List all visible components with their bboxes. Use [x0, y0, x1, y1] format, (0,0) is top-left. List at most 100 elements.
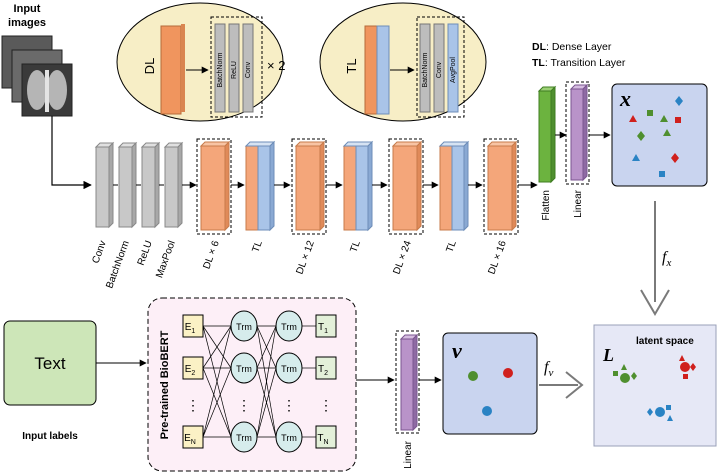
biobert-input-token-n-label: EN — [184, 433, 196, 446]
layer-maxpool — [163, 141, 184, 229]
biobert-output-ellipsis: ⋮ — [319, 397, 333, 413]
image-embedding-symbol: x — [619, 86, 631, 111]
trm-node-1-1-label: Trm — [236, 322, 252, 332]
biobert-input-token-n-base: E — [184, 433, 191, 444]
transition-inner-label-1: BatchNorm — [422, 52, 429, 87]
layer-dl-24 — [388, 138, 424, 235]
dense-layer-block: DL BatchNorm ReLU Conv × 2 — [116, 2, 285, 122]
biobert-input-ellipsis: ⋮ — [186, 397, 200, 413]
layer-tl-3 — [438, 140, 470, 232]
image-embedding-box: x — [611, 83, 708, 187]
backbone-label-relu: ReLU — [136, 239, 155, 267]
biobert-input-token-2-sub: 2 — [191, 370, 195, 377]
backbone-label-tl-3: TL — [444, 239, 458, 254]
backbone-label-tl-1: TL — [250, 239, 264, 254]
backbone-label-dl-16: DL × 16 — [487, 239, 509, 276]
legend-dl-text: : Dense Layer — [546, 41, 612, 53]
transition-layer-title: TL — [344, 58, 359, 73]
biobert-output-token-n: TN — [315, 425, 337, 449]
dense-inner-label-1: BatchNorm — [217, 52, 224, 87]
dense-layer-conv-block — [160, 24, 185, 115]
transition-layer-block: TL BatchNorm Conv AvgPool — [319, 2, 487, 122]
biobert-output-token-2-base: T — [318, 364, 324, 375]
transition-layer-dashed-frame — [416, 16, 465, 118]
biobert-output-token-n-label: TN — [317, 433, 328, 446]
biobert-input-token-2-label: E2 — [185, 364, 196, 377]
backbone-label-dl-24: DL × 24 — [392, 239, 414, 276]
biobert-output-token-1-label: T1 — [318, 322, 328, 335]
biobert-title: Pre-trained BioBERT — [159, 330, 171, 439]
backbone-label-dl-12: DL × 12 — [295, 239, 317, 276]
layer-tl-2 — [342, 140, 374, 232]
biobert-input-token-1: E1 — [182, 314, 204, 338]
fv-label: fv — [544, 359, 553, 379]
input-images-label-line2: images — [8, 17, 46, 29]
backbone-label-tl-2: TL — [348, 239, 362, 254]
legend: DL: Dense Layer TL: Transition Layer — [532, 41, 626, 69]
input-images-label-line1: Input — [14, 3, 41, 15]
text-embedding-symbol: v — [452, 338, 462, 363]
dense-inner-relu: ReLU — [228, 23, 240, 113]
layer-linear-text: Linear — [395, 330, 420, 469]
trm-node-1-1: Trm — [230, 310, 258, 342]
flatten-label: Flatten — [541, 190, 552, 221]
transition-inner-batchnorm: BatchNorm — [419, 23, 431, 113]
legend-tl: TL: Transition Layer — [532, 57, 626, 69]
text-input-label: Text — [34, 354, 65, 373]
trm-node-2-n-label: Trm — [281, 433, 297, 443]
linear-image-label: Linear — [573, 189, 584, 217]
layer-dl-16 — [483, 138, 519, 235]
backbone-label-batchnorm: BatchNorm — [104, 239, 131, 290]
layer-conv — [94, 141, 115, 229]
backbone-label-conv: Conv — [90, 239, 108, 265]
transition-inner-avgpool: AvgPool — [447, 23, 459, 113]
legend-dl-abbr: DL — [532, 41, 547, 53]
text-input-caption: Input labels — [22, 431, 78, 442]
legend-dl: DL: Dense Layer — [532, 41, 612, 53]
dense-inner-label-3: Conv — [245, 61, 252, 78]
backbone-label-dl-6: DL × 6 — [201, 239, 222, 271]
fx-arrow: fx — [640, 201, 671, 316]
fx-label-sub: x — [665, 257, 671, 269]
biobert-input-token-1-base: E — [185, 322, 192, 333]
dense-repeat-label: × 2 — [267, 58, 285, 73]
transition-inner-conv: Conv — [433, 23, 445, 113]
trm-node-1-2: Trm — [230, 352, 258, 384]
latent-space-box: L latent space — [593, 324, 717, 447]
biobert-output-token-n-sub: N — [324, 439, 329, 446]
biobert-block: Pre-trained BioBERT — [147, 297, 357, 472]
fx-label-fn: f — [662, 249, 669, 266]
dense-inner-label-2: ReLU — [231, 61, 238, 79]
dense-inner-conv: Conv — [242, 23, 254, 113]
legend-tl-text: : Transition Layer — [545, 57, 626, 69]
biobert-input-token-2-base: E — [185, 364, 192, 375]
layer-relu — [140, 141, 161, 229]
biobert-output-token-2: T2 — [315, 356, 337, 380]
trm-node-2-n: Trm — [275, 421, 303, 453]
biobert-output-token-1-base: T — [318, 322, 324, 333]
dense-inner-batchnorm: BatchNorm — [214, 23, 226, 113]
latent-green-cluster — [613, 364, 637, 383]
backbone-label-maxpool: MaxPool — [154, 239, 178, 279]
biobert-output-token-2-label: T2 — [318, 364, 328, 377]
input-images: Input images — [1, 3, 73, 117]
transition-layer-tl-block — [364, 25, 390, 115]
linear-text-label: Linear — [403, 440, 414, 468]
biobert-input-token-2: E2 — [182, 356, 204, 380]
dense-layer-dashed-frame — [210, 16, 263, 118]
xray-image-stack — [1, 35, 73, 117]
trm-node-1-2-label: Trm — [236, 364, 252, 374]
transition-inner-label-3: AvgPool — [450, 57, 457, 83]
layer-dl-12 — [291, 138, 327, 235]
fx-label: fx — [662, 249, 671, 269]
biobert-output-token-1-sub: 1 — [324, 328, 328, 335]
layer-linear-image — [565, 81, 590, 185]
text-input: Text Input labels — [3, 320, 97, 442]
latent-red-cluster — [679, 355, 696, 379]
biobert-output-token-2-sub: 2 — [324, 370, 328, 377]
fv-arrow: fv — [539, 359, 584, 399]
trm-column-2-ellipsis: ⋮ — [282, 397, 296, 413]
layer-batchnorm — [117, 141, 138, 229]
trm-node-2-1: Trm — [275, 310, 303, 342]
dense-layer-oval — [116, 2, 284, 122]
